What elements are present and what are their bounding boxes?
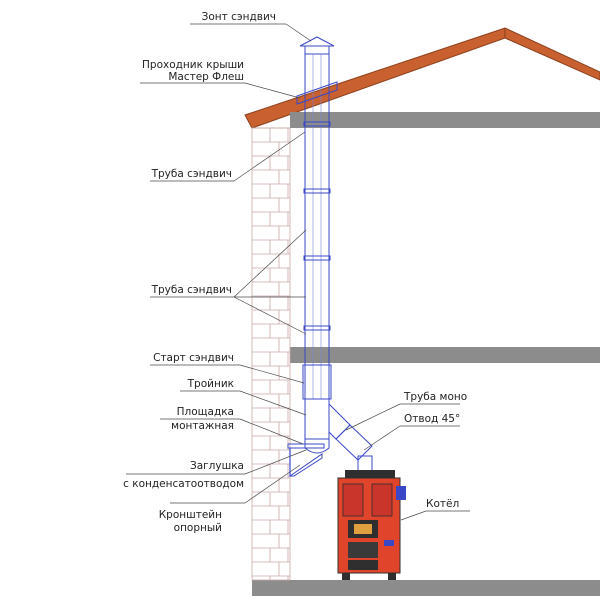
floor-slabs (252, 112, 600, 596)
chimney-pipe-icon (296, 36, 373, 473)
label-platform-2: монтажная (171, 420, 234, 432)
label-roof-pass-2: Мастер Флеш (168, 71, 244, 83)
label-elbow: Отвод 45° (404, 413, 460, 425)
label-tee: Тройник (187, 378, 234, 390)
label-plug-2: с конденсатоотводом (123, 478, 244, 490)
mounting-platform (287, 443, 325, 477)
label-start-sandwich: Старт сэндвич (153, 352, 234, 364)
ceiling-slab-upper (290, 112, 600, 128)
support-bracket (288, 453, 323, 477)
ground-slab (252, 580, 600, 596)
label-roof-pass: Проходник крыши (142, 59, 244, 71)
label-sandwich-pipe-top: Труба сэндвич (151, 168, 232, 180)
label-plug: Заглушка (190, 460, 244, 472)
condensate-plug (304, 439, 330, 454)
labels: Зонт сэндвич Проходник крыши Мастер Флеш… (123, 11, 467, 534)
sandwich-cap (299, 36, 335, 47)
leader-lines (126, 23, 470, 521)
label-bracket: Кронштейн (159, 509, 222, 521)
label-platform: Площадка (177, 406, 234, 418)
start-sandwich (302, 364, 332, 400)
label-cap: Зонт сэндвич (202, 11, 276, 23)
brick-wall (251, 127, 291, 581)
label-sandwich-pipe-mid: Труба сэндвич (151, 284, 232, 296)
label-boiler: Котёл (426, 498, 459, 510)
elbow-45 (335, 424, 373, 461)
roof-pass-flashing (296, 81, 338, 105)
tee-fitting (304, 398, 330, 440)
label-bracket-2: опорный (174, 522, 222, 534)
ceiling-slab-middle (290, 347, 600, 363)
boiler-icon (337, 470, 406, 580)
label-mono-pipe: Труба моно (403, 391, 467, 403)
